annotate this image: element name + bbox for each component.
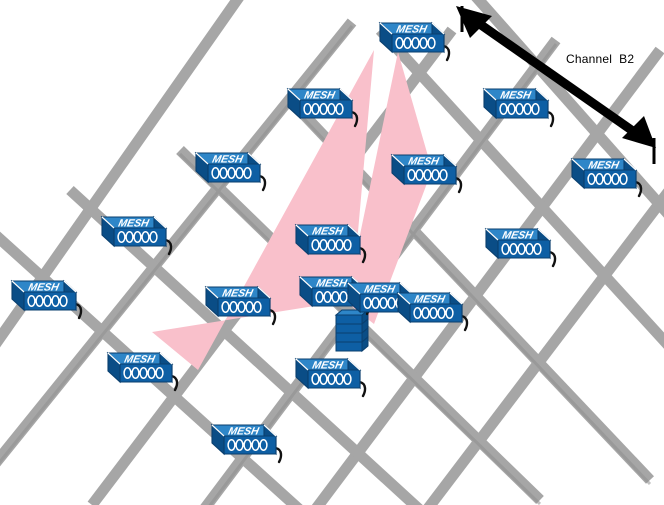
coverage-beam-right [346, 52, 432, 324]
mesh-node[interactable] [294, 357, 367, 398]
mesh-node[interactable] [194, 151, 267, 192]
mesh-node[interactable] [570, 157, 643, 198]
channel-b2-extent-arrow [456, 6, 656, 164]
arrow-shaft [471, 16, 643, 140]
channel-b2-label: Channel B2 [566, 52, 635, 66]
mesh-device-group [10, 21, 643, 464]
arrow-head-start [456, 6, 492, 38]
stacked-mesh-unit[interactable] [335, 309, 369, 352]
arrow-head-end [622, 116, 656, 148]
